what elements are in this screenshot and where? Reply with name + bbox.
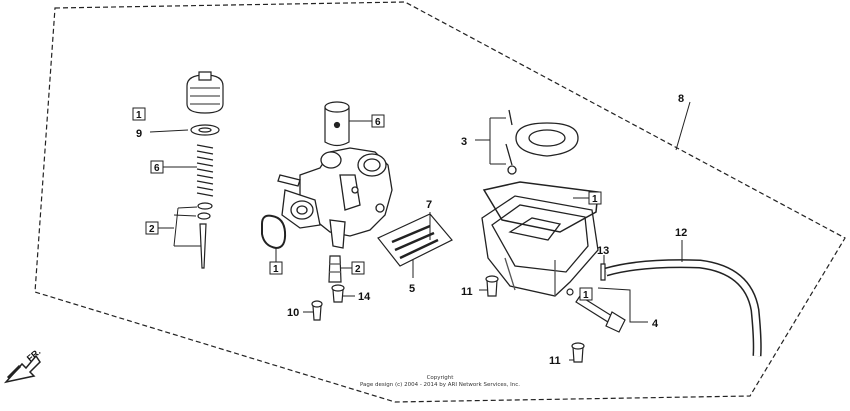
callout-5: 5 — [409, 283, 415, 295]
needle-jet-holder-part — [186, 71, 224, 136]
leader-lines — [149, 101, 691, 361]
drain-screw-part — [331, 284, 345, 303]
copyright-line-2: Page design (c) 2004 - 2014 by ARI Netwo… — [359, 382, 521, 388]
front-direction-arrow-icon — [3, 354, 41, 384]
screw-part — [571, 342, 585, 363]
float-chamber-part — [481, 195, 599, 297]
callout-8: 8 — [678, 93, 684, 105]
callout-3: 3 — [461, 136, 467, 148]
callout-13: 13 — [597, 245, 609, 257]
callout-2-box-b: 2 — [355, 264, 361, 275]
callout-1-box-a: 1 — [136, 110, 142, 121]
jet-needle-part — [199, 223, 207, 269]
copyright-line-1: Copyright — [426, 375, 454, 381]
float-gasket-part — [482, 181, 599, 233]
callout-1-box-b: 1 — [592, 194, 598, 205]
assembly-boundary — [34, 1, 846, 403]
callout-10: 10 — [287, 307, 299, 319]
spring-part — [196, 144, 214, 220]
idle-screw-part — [311, 300, 323, 321]
callout-6-box-a: 6 — [154, 163, 160, 174]
callout-1-box-d: 1 — [583, 290, 589, 301]
screw-kit-part — [377, 213, 453, 267]
callout-14: 14 — [358, 291, 371, 303]
clamp-part — [505, 109, 579, 175]
callout-11-b: 11 — [549, 355, 561, 367]
callout-9: 9 — [136, 128, 142, 140]
callout-7: 7 — [426, 199, 432, 211]
callout-12: 12 — [675, 227, 687, 239]
callout-6-box-b: 6 — [375, 117, 381, 128]
pin-part — [600, 263, 606, 281]
air-screw-part — [566, 288, 626, 333]
callout-11-a: 11 — [461, 286, 473, 298]
callout-boxes — [132, 107, 602, 301]
screw-part — [485, 275, 499, 297]
main-jet-part — [328, 255, 342, 283]
throttle-valve-part — [324, 101, 350, 147]
callout-2-box-a: 2 — [149, 224, 155, 235]
callout-4: 4 — [652, 318, 659, 330]
gasket-ring-part — [261, 214, 287, 250]
carburetor-body — [277, 147, 393, 249]
callout-1-box-c: 1 — [273, 264, 279, 275]
